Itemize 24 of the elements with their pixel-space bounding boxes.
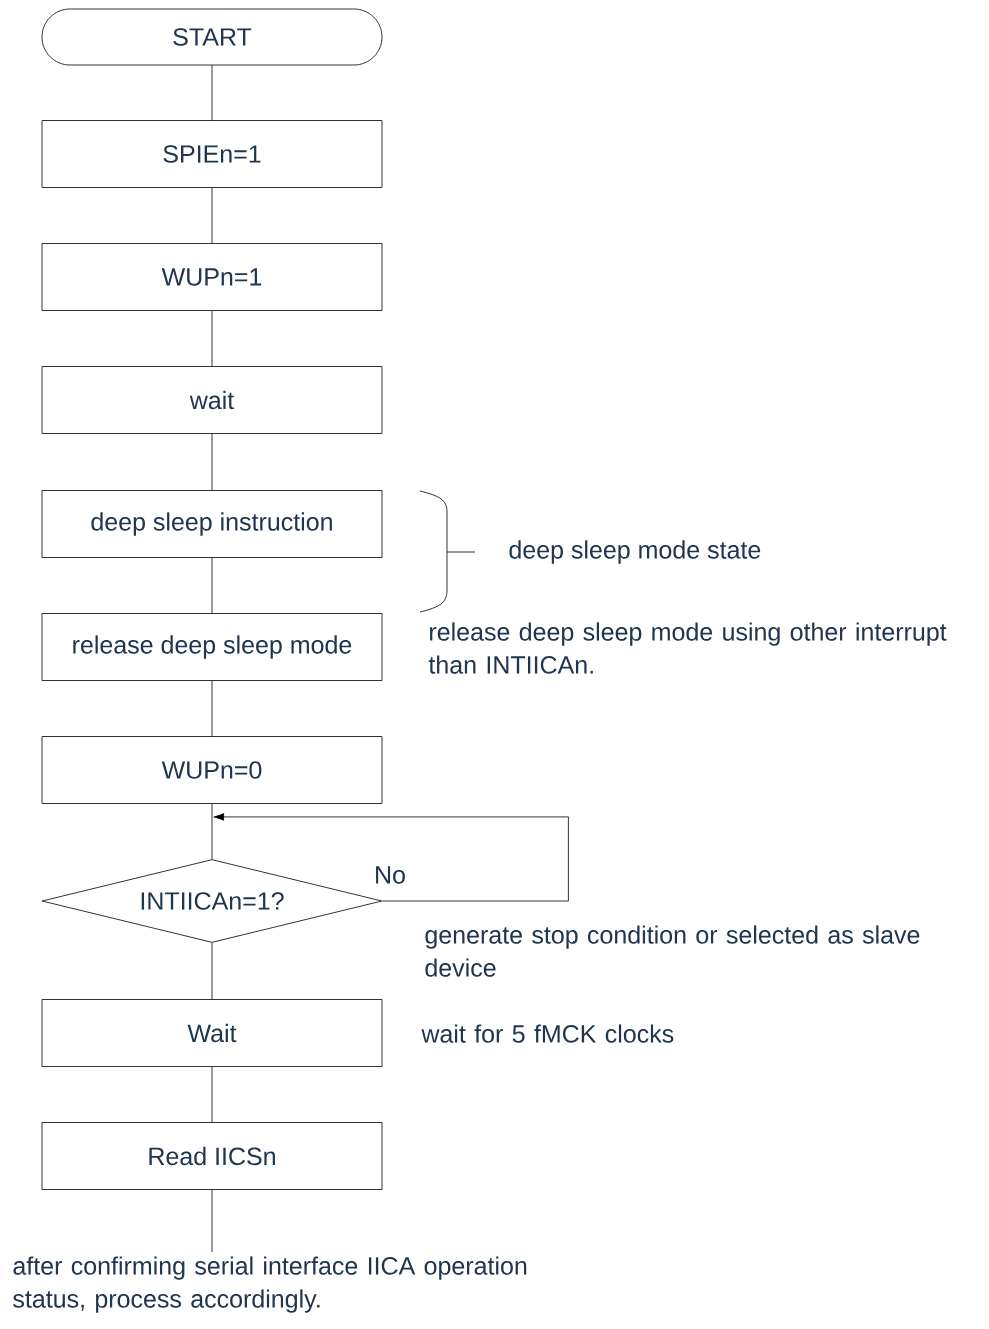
connector-line [213,813,569,902]
connector-line [211,803,213,860]
connector-line [211,680,213,737]
connector-line [211,557,213,614]
process-box: wait [41,366,383,434]
process-box: SPIEn=1 [41,120,383,188]
annotation-text: release deep sleep mode using other interrupt than INTIICAn. [428,622,947,674]
annotation-text: wait for 5 fMCK clocks [421,1024,674,1043]
process-box: Wait [41,999,383,1067]
process-box: deep sleep instruction [41,490,383,558]
connector-line [211,187,213,244]
connector-line [211,310,213,367]
connector-line [211,1066,213,1123]
process-box: WUPn=0 [41,736,383,804]
connector-line [211,433,213,491]
process-box: Read IICSn [41,1122,383,1190]
annotation-text: generate stop condition or selected as slave device [425,925,920,977]
connector-line [211,65,213,121]
connector-line [211,942,213,1000]
process-box: WUPn=1 [41,243,383,311]
note-text: after confirming serial interface IICA operation status, process accordingly. [13,1256,527,1313]
process-box: release deep sleep mode [41,613,383,681]
connector-line [211,1189,213,1253]
annotation-text: deep sleep mode state [509,540,761,564]
